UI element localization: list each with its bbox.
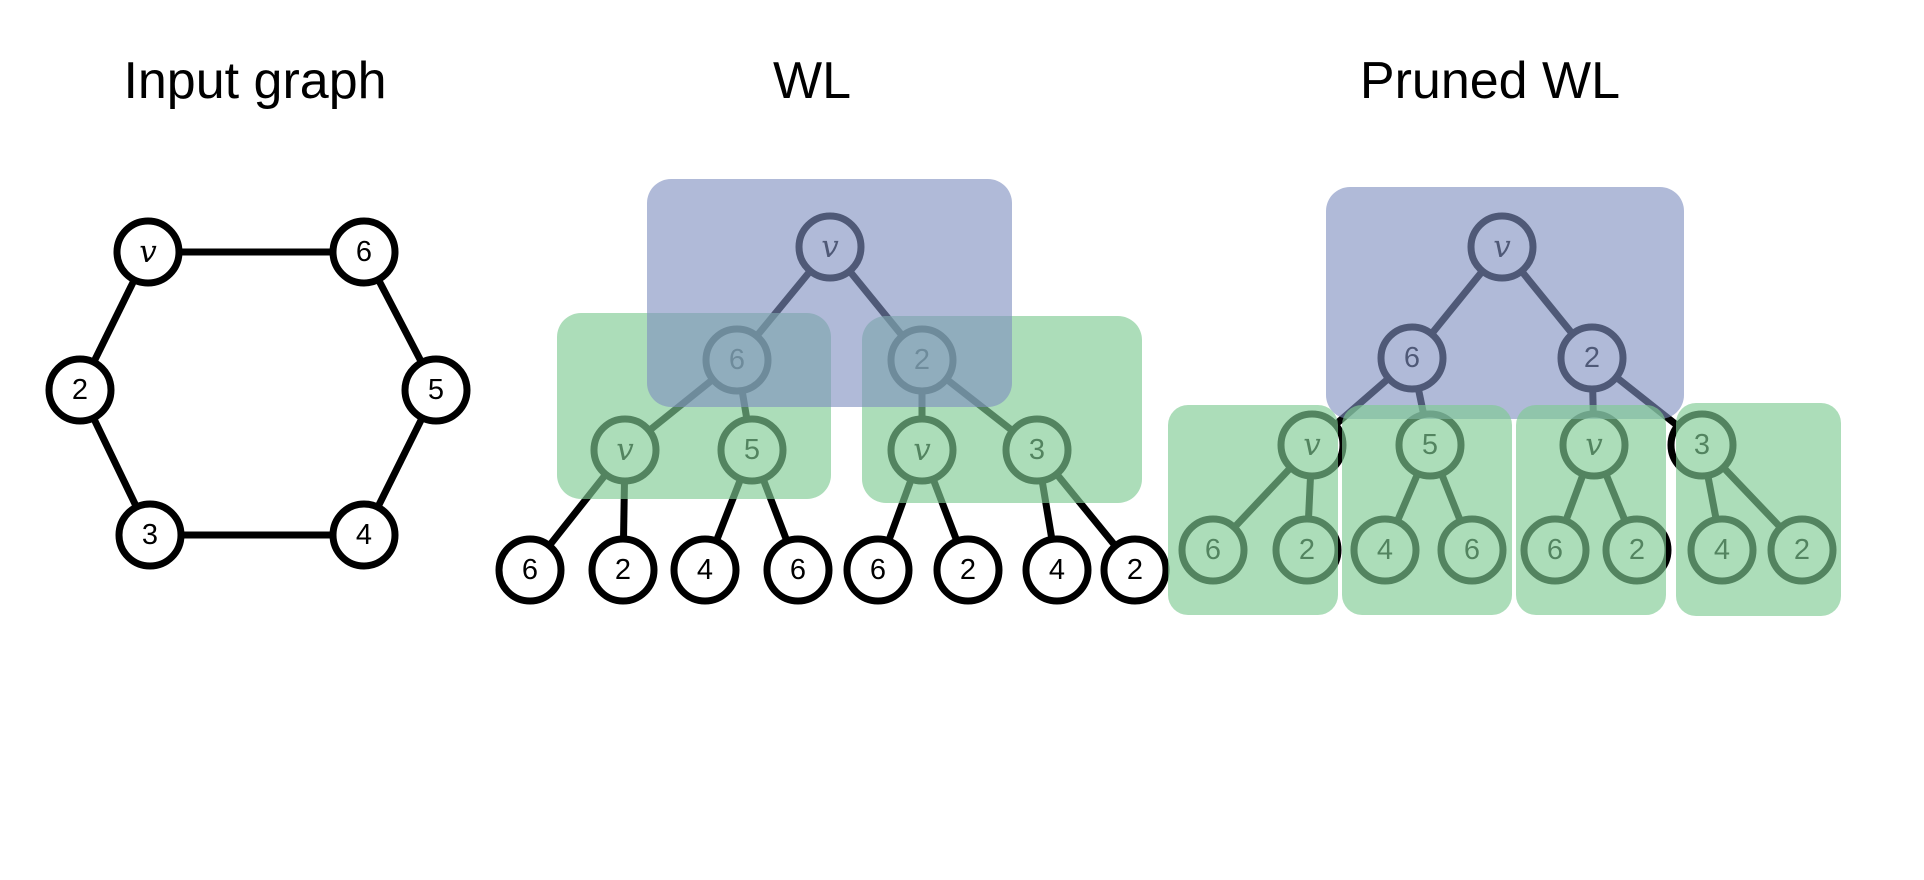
node-label: 6 (790, 554, 806, 586)
node-label: 6 (870, 554, 886, 586)
wl-tree: 6 2 4 6 6 2 4 2 v 5 v 3 6 2 v (495, 179, 1170, 605)
pruned-green-box-1 (1168, 405, 1338, 615)
pruned-green-box-2 (1342, 405, 1512, 615)
wl-leaf-2: 2 (588, 535, 658, 605)
wl-leaf-7: 4 (1022, 535, 1092, 605)
input-graph-node-6: 6 (329, 217, 399, 287)
node-label: 6 (356, 236, 372, 268)
wl-tree-level3: 6 2 4 6 6 2 4 2 (495, 535, 1170, 605)
node-label: v (139, 234, 157, 270)
node-label: 2 (615, 554, 631, 586)
input-graph-node-5: 5 (401, 355, 471, 425)
input-graph-node-v: v (113, 217, 183, 287)
node-label: 5 (428, 374, 444, 406)
pruned-tree: 6 2 4 6 6 2 4 2 v 5 v 3 6 2 v (1168, 187, 1841, 616)
pruned-green-box-4 (1676, 403, 1841, 616)
node-label: 6 (522, 554, 538, 586)
title-wl: WL (773, 52, 851, 110)
node-label: 4 (356, 519, 372, 551)
input-graph-node-4: 4 (329, 500, 399, 570)
wl-leaf-1: 6 (495, 535, 565, 605)
wl-leaf-5: 6 (843, 535, 913, 605)
wl-leaf-6: 2 (933, 535, 1003, 605)
input-graph-edges (76, 248, 440, 539)
wl-blue-box (647, 179, 1012, 407)
title-pruned-wl: Pruned WL (1360, 52, 1620, 110)
node-label: 2 (1127, 554, 1143, 586)
node-label: 3 (142, 519, 158, 551)
wl-leaf-4: 6 (763, 535, 833, 605)
node-label: 2 (960, 554, 976, 586)
node-label: 4 (1049, 554, 1065, 586)
title-input-graph: Input graph (123, 52, 386, 110)
input-graph: v 6 5 4 3 2 (45, 217, 471, 570)
node-label: 2 (72, 374, 88, 406)
input-graph-node-3: 3 (115, 500, 185, 570)
wl-leaf-3: 4 (670, 535, 740, 605)
wl-leaf-8: 2 (1100, 535, 1170, 605)
node-label: 4 (697, 554, 713, 586)
input-graph-node-2: 2 (45, 355, 115, 425)
pruned-green-box-3 (1516, 405, 1666, 615)
pruned-blue-box (1326, 187, 1684, 419)
